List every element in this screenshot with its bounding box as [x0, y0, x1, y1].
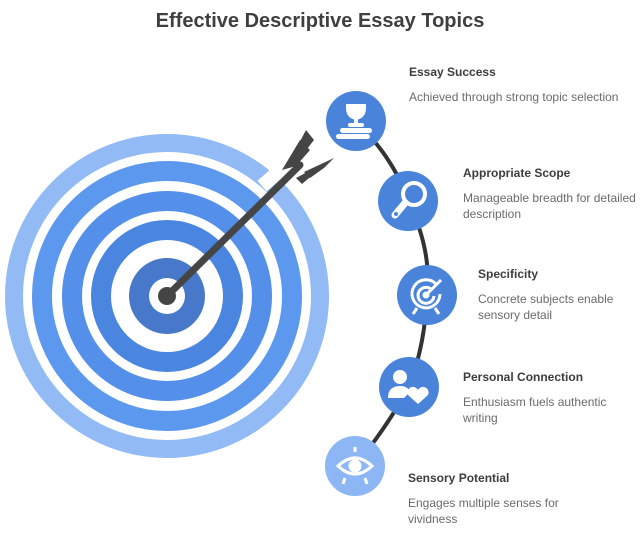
item-description: Achieved through strong topic selection	[409, 90, 619, 104]
trophy-icon	[336, 104, 372, 139]
person-heart-icon	[388, 370, 429, 404]
node-sensory-potential	[325, 436, 385, 496]
target-icon	[410, 278, 443, 315]
item-title: Appropriate Scope	[463, 166, 571, 180]
node-personal-connection	[379, 357, 439, 417]
item-specificity: Specificity Concrete subjects enable sen…	[478, 267, 628, 323]
item-description: Concrete subjects enable sensory detail	[478, 292, 614, 322]
arrow-icon	[158, 130, 334, 305]
item-title: Sensory Potential	[408, 471, 510, 485]
eye-icon	[335, 447, 375, 485]
node-essay-success	[326, 91, 386, 151]
item-personal-connection: Personal Connection Enthusiasm fuels aut…	[463, 370, 633, 426]
item-essay-success: Essay Success Achieved through strong to…	[409, 65, 629, 105]
node-specificity	[397, 265, 457, 325]
node-appropriate-scope	[378, 171, 438, 231]
item-sensory-potential: Sensory Potential Engages multiple sense…	[408, 471, 588, 527]
item-description: Enthusiasm fuels authentic writing	[463, 395, 607, 425]
item-description: Manageable breadth for detailed descript…	[463, 191, 636, 221]
item-title: Personal Connection	[463, 370, 584, 384]
item-title: Essay Success	[409, 65, 496, 79]
item-description: Engages multiple senses for vividness	[408, 496, 559, 526]
item-appropriate-scope: Appropriate Scope Manageable breadth for…	[463, 166, 640, 222]
item-title: Specificity	[478, 267, 539, 281]
magnifier-icon	[391, 181, 427, 219]
target-graphic	[5, 134, 329, 458]
diagram-title: Effective Descriptive Essay Topics	[155, 10, 485, 32]
